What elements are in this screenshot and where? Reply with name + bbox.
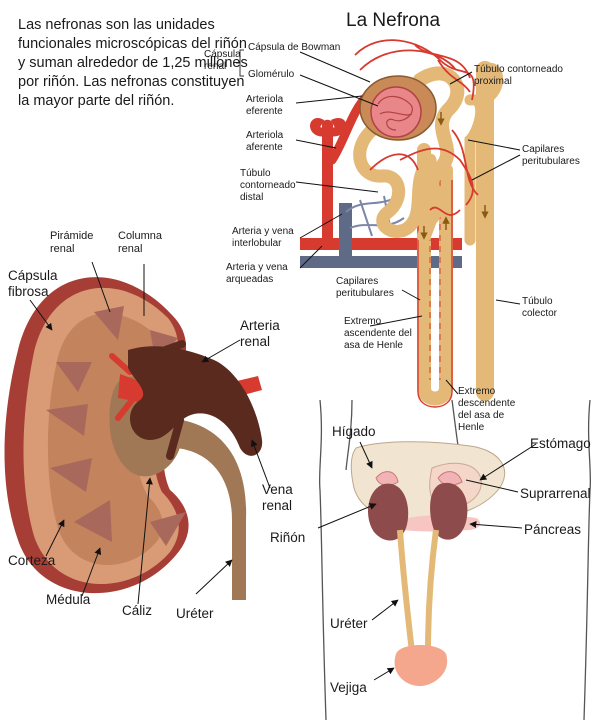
label-tubulo-proximal: Túbulo contorneado proximal: [474, 64, 563, 87]
renal-pyramid: [94, 306, 124, 340]
bladder: [394, 645, 448, 686]
renal-pyramid: [74, 500, 112, 542]
renal-pyramid: [150, 512, 186, 546]
renal-pyramid: [50, 458, 92, 492]
label-arteriola-aferente: Arteriola aferente: [246, 130, 284, 153]
renal-pyramid: [56, 362, 92, 392]
label-higado: Hígado: [332, 424, 376, 439]
renal-pyramid: [46, 404, 88, 436]
interlobular-vein: [339, 203, 352, 261]
glomerulus: [370, 86, 422, 138]
ureters: [397, 529, 439, 653]
label-ureter-kidney: Uréter: [176, 606, 214, 621]
kidney-right: [430, 482, 468, 540]
kidney-diagram: [4, 261, 271, 605]
arcuate-vein: [300, 256, 462, 268]
label-rinon: Riñón: [270, 530, 306, 545]
label-vejiga: Vejiga: [330, 680, 367, 695]
loop-of-henle: [417, 143, 453, 406]
body-diagram: [317, 399, 592, 721]
label-ascendente: Extremo ascendente del asa de Henle: [344, 316, 412, 351]
nephron-title: La Nefrona: [346, 10, 441, 31]
label-medula: Médula: [46, 592, 91, 607]
label-descendente: Extremo descendente del asa de Henle: [458, 386, 516, 433]
label-estomago: Estómago: [530, 436, 591, 451]
label-pancreas: Páncreas: [524, 522, 582, 537]
label-arteria-arqueadas: Arteria y vena arqueadas: [226, 262, 288, 285]
label-capilares-1: Capilares peritubulares: [522, 144, 580, 167]
label-capilares-2: Capilares peritubulares: [336, 276, 394, 299]
label-arteria-renal: Arteria renal: [240, 318, 280, 349]
label-capsula-renal: Cápsula renal: [204, 49, 241, 72]
ureter-tube: [176, 420, 247, 600]
proximal-tubule: [413, 66, 465, 243]
kidney-left: [368, 483, 409, 541]
label-arteriola-eferente: Arteriola eferente: [246, 94, 284, 117]
label-corteza: Corteza: [8, 553, 56, 568]
label-arteria-interlobular: Arteria y vena interlobular: [232, 226, 294, 249]
renal-vein: [128, 346, 263, 456]
label-capsula-bowman: Cápsula de Bowman: [248, 42, 341, 53]
distal-tubule: [353, 123, 437, 238]
adrenal-gland: [375, 471, 399, 486]
label-capsula-fibrosa: Cápsula fibrosa: [8, 268, 58, 299]
interlobular-artery: [322, 119, 333, 245]
intro-text: Las nefronas son las unidades funcionale…: [18, 17, 248, 109]
label-tubulo-distal: Túbulo contorneado distal: [240, 168, 296, 203]
label-columna: Columna renal: [118, 230, 163, 255]
torso-outline: [318, 399, 592, 721]
label-piramide: Pirámide renal: [50, 230, 94, 255]
label-caliz: Cáliz: [122, 603, 153, 618]
label-suprarrenal: Suprarrenal: [520, 486, 591, 501]
label-vena-renal: Vena renal: [262, 482, 293, 513]
label-glomerulo: Glomérulo: [248, 69, 295, 80]
nephron-diagram: [236, 39, 521, 408]
label-tubulo-colector: Túbulo colector: [522, 296, 558, 319]
label-ureter-body: Uréter: [330, 616, 368, 631]
